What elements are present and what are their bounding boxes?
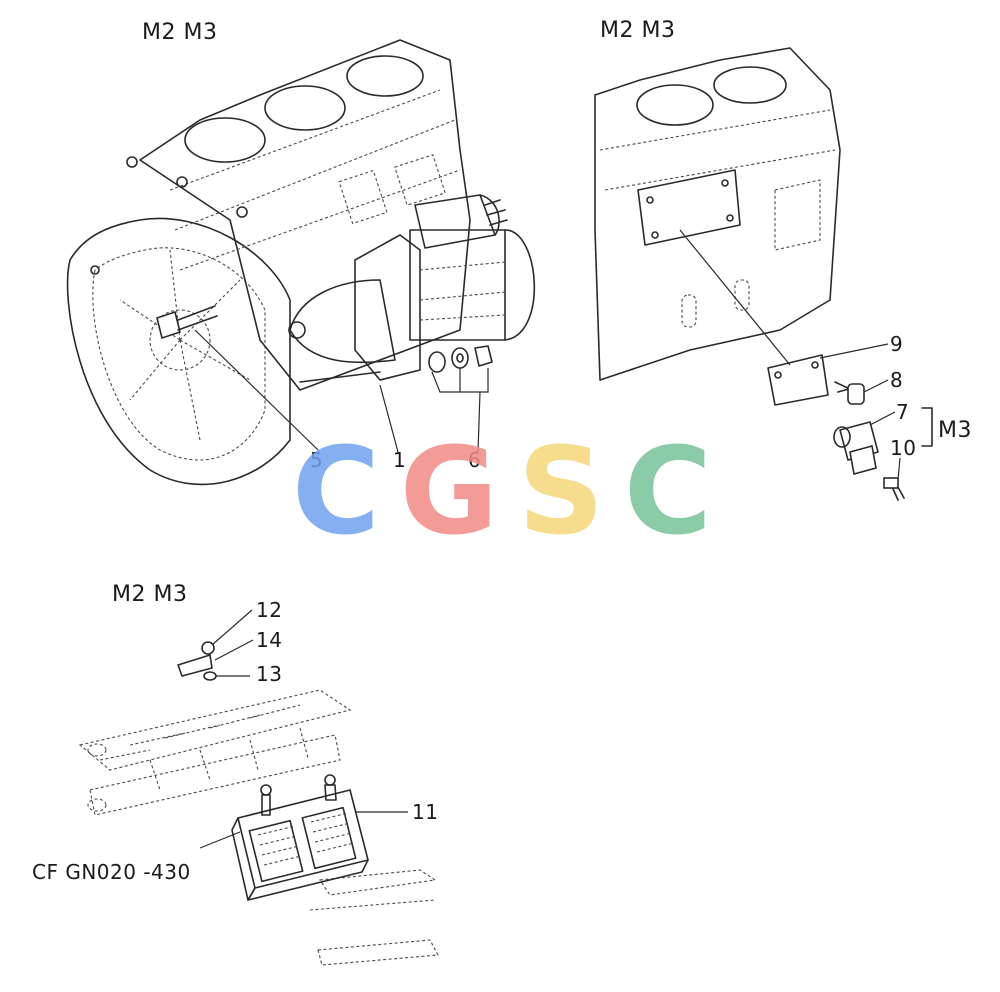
intake-manifold-view [78, 609, 439, 966]
callout-14: 14 [256, 628, 283, 652]
cross-reference-label: CF GN020 -430 [32, 860, 191, 884]
callout-12: 12 [256, 598, 283, 622]
bracket-model-label: M3 [938, 418, 972, 443]
callout-9: 9 [890, 332, 904, 356]
cover-plate-and-sensor [679, 229, 933, 501]
callout-1: 1 [393, 448, 407, 472]
callout-7: 7 [896, 400, 910, 424]
callout-10: 10 [890, 436, 917, 460]
watermark-letter-s: S [517, 423, 605, 562]
engine-block-left-view [66, 39, 471, 486]
view3-model-label: M2 M3 [112, 582, 188, 607]
callout-5: 5 [310, 448, 324, 472]
watermark-letter-c1: C [292, 423, 381, 562]
view1-model-label: M2 M3 [142, 20, 218, 45]
callout-6: 6 [468, 448, 482, 472]
starter-motor [288, 194, 536, 383]
callout-11: 11 [412, 800, 439, 824]
callout-13: 13 [256, 662, 283, 686]
intake-heater [199, 774, 408, 901]
watermark-letter-c2: C [623, 423, 712, 562]
view2-model-label: M2 M3 [600, 18, 676, 43]
callout-8: 8 [890, 368, 904, 392]
cgsc-watermark-logo: C G S C [292, 433, 712, 553]
watermark-letter-g: G [399, 423, 499, 562]
engine-block-right-view [594, 47, 841, 381]
